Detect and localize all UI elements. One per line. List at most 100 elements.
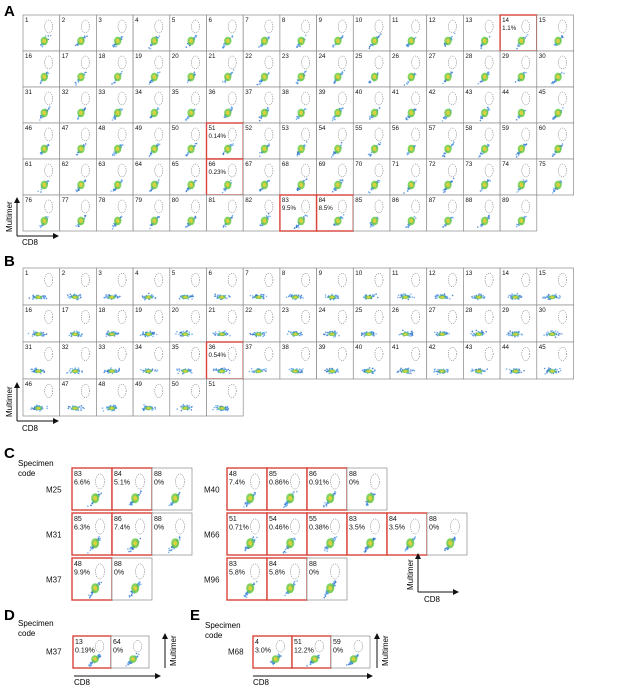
cell-dot bbox=[452, 216, 454, 219]
cell-dot bbox=[267, 215, 270, 218]
cell-dot bbox=[324, 296, 327, 299]
cell-dot bbox=[304, 144, 306, 147]
density-peak bbox=[79, 74, 83, 80]
flow-plot-13: 13 bbox=[463, 14, 501, 52]
cell-dot bbox=[334, 118, 336, 121]
cell-dot bbox=[229, 143, 232, 146]
cell-dot bbox=[120, 37, 123, 39]
gate-ellipse bbox=[154, 19, 164, 34]
density-peak bbox=[409, 146, 414, 152]
plot-number: 28 bbox=[465, 53, 472, 60]
cell-dot bbox=[340, 179, 342, 182]
density-peak bbox=[409, 38, 414, 44]
cell-dot bbox=[369, 118, 371, 121]
cell-dot bbox=[39, 226, 42, 228]
plot-number: 80 bbox=[172, 197, 179, 204]
cell-dot bbox=[40, 152, 42, 154]
cell-dot bbox=[453, 32, 456, 35]
density-peak bbox=[299, 38, 304, 44]
plot-number: 58 bbox=[465, 125, 472, 132]
plot-number: 43 bbox=[465, 89, 472, 96]
cell-dot bbox=[232, 69, 235, 71]
flow-plot-85: 85 bbox=[352, 194, 391, 232]
flow-plot-10: 10 bbox=[352, 267, 391, 306]
cell-dot bbox=[80, 296, 82, 299]
cell-dot bbox=[118, 296, 120, 299]
cell-dot bbox=[488, 36, 491, 38]
density-peak bbox=[189, 218, 193, 224]
density-peak bbox=[225, 38, 230, 44]
plot-number: 78 bbox=[98, 197, 105, 204]
plot-frame bbox=[279, 267, 317, 306]
flow-plot-51: 510.14% bbox=[205, 122, 244, 160]
cell-dot bbox=[195, 142, 198, 145]
cell-dot bbox=[403, 192, 405, 194]
cell-dot bbox=[525, 72, 527, 74]
cell-dot bbox=[150, 224, 153, 226]
cell-dot bbox=[43, 297, 46, 300]
cell-dot bbox=[437, 294, 439, 296]
flow-plot-63: 63 bbox=[96, 158, 134, 196]
flow-plot-26: 26 bbox=[389, 50, 428, 88]
cell-dot bbox=[111, 83, 113, 85]
density-peak bbox=[336, 74, 340, 80]
cell-dot bbox=[28, 297, 31, 299]
cell-dot bbox=[434, 297, 437, 300]
cell-dot bbox=[410, 293, 412, 295]
plot-number: 6 bbox=[209, 270, 213, 277]
cell-dot bbox=[31, 298, 34, 300]
cell-dot bbox=[267, 36, 270, 39]
plot-frame bbox=[206, 14, 244, 52]
flow-plot-84: 848.5% bbox=[315, 194, 355, 232]
flow-plot-12: 12 bbox=[426, 14, 464, 52]
cell-dot bbox=[221, 191, 224, 194]
cell-dot bbox=[106, 295, 109, 297]
cell-dot bbox=[260, 293, 262, 296]
flow-plot-87: 87 bbox=[426, 194, 464, 232]
plot-number: 21 bbox=[209, 53, 216, 60]
flow-plot-11: 11 bbox=[389, 267, 428, 306]
cell-dot bbox=[407, 115, 409, 117]
cell-dot bbox=[404, 293, 407, 295]
cell-dot bbox=[446, 295, 448, 298]
cell-dot bbox=[414, 36, 417, 39]
density-peak bbox=[256, 296, 261, 299]
cell-dot bbox=[83, 35, 86, 37]
density-peak bbox=[446, 38, 450, 44]
cell-dot bbox=[480, 224, 483, 226]
cell-dot bbox=[229, 179, 232, 182]
cell-dot bbox=[75, 225, 77, 227]
cell-dot bbox=[256, 83, 259, 86]
cell-dot bbox=[285, 296, 288, 299]
cell-dot bbox=[113, 44, 116, 46]
cell-dot bbox=[186, 154, 188, 156]
cell-dot bbox=[441, 120, 444, 122]
density-peak bbox=[556, 146, 560, 152]
cell-dot bbox=[267, 180, 270, 182]
flow-plot-15: 15 bbox=[536, 14, 574, 52]
cell-dot bbox=[442, 191, 445, 194]
plot-number: 67 bbox=[245, 161, 252, 168]
cell-dot bbox=[406, 118, 409, 121]
plot-number: 64 bbox=[135, 161, 142, 168]
plot-number: 74 bbox=[502, 161, 509, 168]
gate-ellipse bbox=[338, 19, 347, 34]
density-peak bbox=[446, 218, 450, 224]
cell-dot bbox=[111, 154, 114, 157]
cell-dot bbox=[110, 190, 112, 192]
density-peak bbox=[556, 38, 560, 44]
cell-dot bbox=[296, 79, 299, 81]
cell-dot bbox=[149, 154, 152, 157]
cell-dot bbox=[302, 297, 304, 299]
plot-number: 31 bbox=[25, 89, 32, 96]
cell-dot bbox=[406, 153, 409, 156]
cell-dot bbox=[378, 143, 381, 146]
cell-dot bbox=[517, 45, 520, 47]
cell-dot bbox=[185, 190, 188, 193]
plot-number: 63 bbox=[98, 161, 105, 168]
cell-dot bbox=[450, 71, 452, 73]
flow-plot-50: 50 bbox=[169, 122, 207, 160]
density-peak bbox=[42, 74, 47, 80]
density-peak bbox=[262, 182, 267, 188]
cell-dot bbox=[121, 36, 124, 38]
